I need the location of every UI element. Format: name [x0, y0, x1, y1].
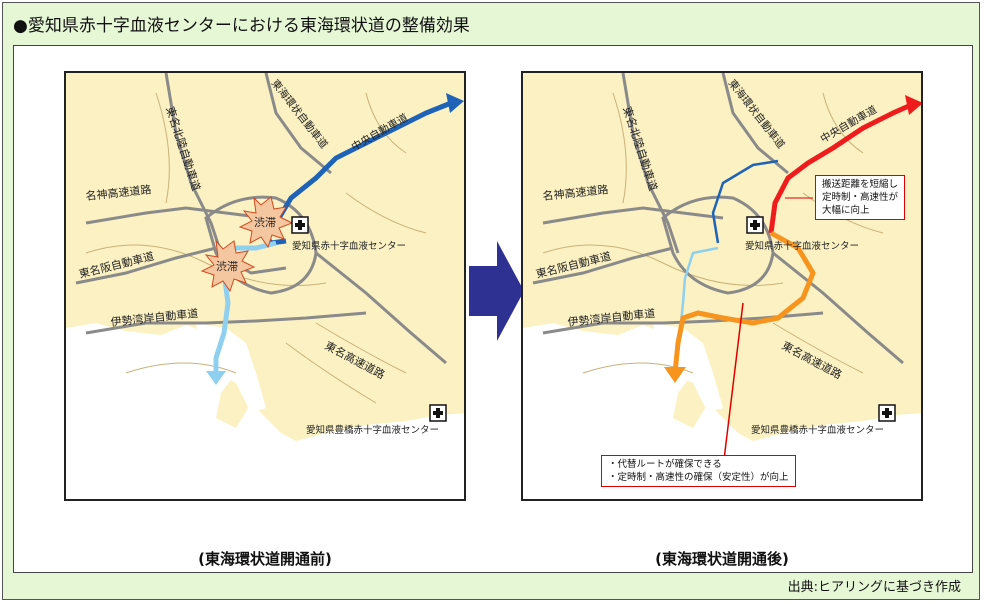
- expressway-meishin: [85, 206, 267, 225]
- note-south: ・代替ルートが確保できる ・定時制・高速性の確保（安定性）が向上: [601, 455, 796, 487]
- note-south-line-1: ・代替ルートが確保できる: [608, 459, 722, 470]
- expressway-higashi-meihan: [75, 246, 217, 285]
- label-meishin: 名神高速道路: [85, 182, 152, 203]
- label-center-aichi: 愛知県赤十字血液センター: [292, 240, 406, 252]
- map-before: 渋滞 渋滞 東名北陸自動車道 東: [64, 71, 466, 501]
- blood-center-toyohashi-icon: [429, 404, 447, 422]
- source-note: 出典:ヒアリングに基づき作成: [787, 580, 961, 595]
- figure-title: ●愛知県赤十字血液センターにおける東海環状道の整備効果: [13, 16, 470, 36]
- map-after: 東名北陸自動車道 東海環状自動車道 中央自動車道 名神高速道路 東名阪自動車道 …: [521, 71, 923, 501]
- label-meishin: 名神高速道路: [542, 182, 609, 203]
- bay-water: [653, 323, 723, 413]
- bay-water: [196, 323, 266, 413]
- expressway-hokuriku: [164, 73, 223, 254]
- blood-center-toyohashi-icon: [878, 404, 896, 422]
- label-tomei: 東名高速道路: [780, 338, 845, 381]
- route-lightblue-arrowhead: [206, 371, 226, 385]
- congestion-burst-2: 渋滞: [200, 239, 256, 293]
- expressways: [75, 73, 447, 365]
- label-center-toyohashi: 愛知県豊橋赤十字血液センター: [751, 424, 884, 436]
- congestion-label-1: 渋滞: [254, 216, 276, 229]
- transition-arrow-icon: [469, 241, 524, 341]
- route-orange: [672, 230, 816, 374]
- blood-center-aichi-icon: [291, 216, 309, 234]
- route-red-arrowhead: [905, 95, 921, 115]
- note-north: 搬送距離を短縮し 定時制・高速性が 大幅に向上: [815, 175, 906, 220]
- caption-before: (東海環状道開通前): [198, 550, 332, 568]
- route-orange-arrowhead: [664, 367, 686, 383]
- blood-center-aichi-icon: [746, 216, 764, 234]
- label-center-toyohashi: 愛知県豊橋赤十字血液センター: [306, 424, 439, 436]
- route-red: [768, 102, 913, 234]
- note-south-line-2: ・定時制・高速性の確保（安定性）が向上: [608, 472, 789, 483]
- route-lightblue: [213, 240, 277, 378]
- label-chuo: 中央自動車道: [349, 111, 410, 154]
- note-north-line-1: 搬送距離を短縮し: [822, 179, 899, 190]
- note-south-leader: [722, 302, 744, 469]
- expressway-tomei: [315, 251, 447, 365]
- route-blue: [711, 159, 779, 244]
- route-blue-arrowhead: [446, 93, 464, 113]
- congestion-label-2: 渋滞: [216, 260, 238, 273]
- route-blue: [273, 100, 452, 225]
- note-north-line-3: 大幅に向上: [822, 205, 870, 216]
- route-lightblue: [679, 246, 719, 324]
- congestion-burst-1: 渋滞: [238, 196, 294, 249]
- expressway-isewangan: [85, 311, 367, 335]
- sea-area: [66, 323, 464, 499]
- caption-after: (東海環状道開通後): [655, 550, 789, 568]
- expressway-tokai-loop: [264, 73, 332, 175]
- map-after-svg: 東名北陸自動車道 東海環状自動車道 中央自動車道 名神高速道路 東名阪自動車道 …: [523, 73, 921, 499]
- local-roads: [85, 92, 427, 404]
- maps-panel: 渋滞 渋滞 東名北陸自動車道 東: [13, 45, 973, 573]
- label-center-aichi: 愛知県赤十字血液センター: [745, 240, 859, 252]
- map-before-svg: 渋滞 渋滞 東名北陸自動車道 東: [66, 73, 464, 499]
- note-north-line-2: 定時制・高速性が: [822, 192, 899, 203]
